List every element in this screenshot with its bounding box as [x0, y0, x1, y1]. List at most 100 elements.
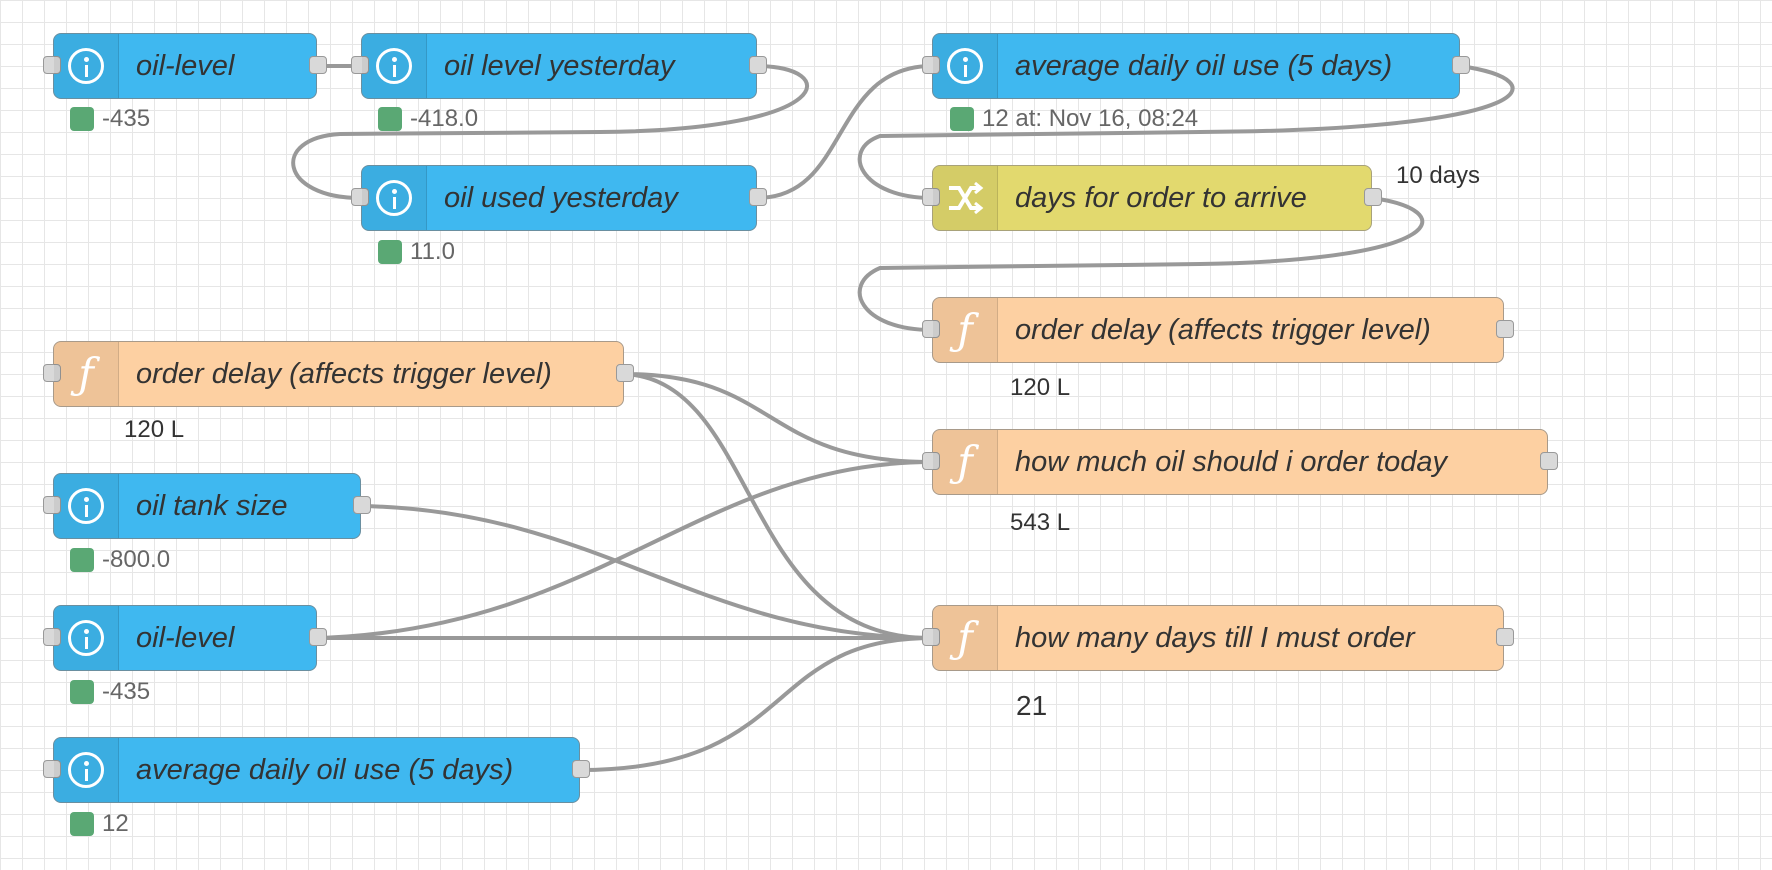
input-port[interactable]	[43, 56, 61, 74]
node-status: 12 at: Nov 16, 08:24	[950, 105, 1198, 133]
output-port[interactable]	[616, 364, 634, 382]
info-node-icon-box	[362, 34, 427, 98]
node-order-delay-left[interactable]: ƒ order delay (affects trigger level)	[43, 341, 634, 407]
info-icon	[947, 48, 983, 84]
node-status: 543 L	[1010, 509, 1071, 536]
info-node-icon-box	[362, 166, 427, 230]
change-node-icon-box	[933, 166, 998, 230]
node-label: oil used yesterday	[444, 181, 678, 214]
wire[interactable]	[579, 636, 933, 772]
info-icon	[68, 48, 104, 84]
status-dot	[70, 548, 94, 572]
node-status: 120 L	[1010, 374, 1071, 401]
status-text: 12 at: Nov 16, 08:24	[982, 105, 1199, 132]
wire[interactable]	[316, 460, 933, 640]
node-average-daily-oil-use[interactable]: average daily oil use (5 days)	[922, 33, 1470, 99]
node-label: oil-level	[136, 621, 235, 654]
wire[interactable]	[623, 372, 933, 464]
node-oil-level[interactable]: oil-level	[43, 33, 327, 99]
status-text: -418.0	[410, 105, 479, 132]
input-port[interactable]	[922, 188, 940, 206]
input-port[interactable]	[43, 496, 61, 514]
function-icon: ƒ	[957, 305, 973, 354]
input-port[interactable]	[922, 452, 940, 470]
shuffle-icon	[949, 181, 984, 215]
node-label: oil-level	[136, 49, 235, 82]
node-oil-level-yesterday[interactable]: oil level yesterday	[351, 33, 767, 99]
status-dot	[70, 812, 94, 836]
node-label: oil level yesterday	[444, 49, 675, 82]
node-label: how much oil should i order today	[1015, 445, 1448, 478]
node-status: 12	[70, 810, 129, 838]
node-oil-level-bottom[interactable]: oil-level	[43, 605, 327, 671]
output-port[interactable]	[309, 56, 327, 74]
input-port[interactable]	[922, 320, 940, 338]
function-node-icon-box: ƒ	[933, 606, 998, 670]
output-port[interactable]	[1496, 320, 1514, 338]
wire[interactable]	[857, 196, 1425, 332]
node-days-for-order-to-arrive[interactable]: days for order to arrive	[922, 165, 1382, 231]
node-label: oil tank size	[136, 489, 288, 522]
node-label: order delay (affects trigger level)	[1015, 313, 1431, 346]
node-average-daily-oil-use-bottom[interactable]: average daily oil use (5 days)	[43, 737, 590, 803]
function-icon: ƒ	[78, 349, 94, 398]
wire[interactable]	[857, 64, 1515, 200]
status-text: -800.0	[102, 546, 171, 573]
status-text: 11.0	[410, 238, 455, 265]
input-port[interactable]	[43, 628, 61, 646]
output-port[interactable]	[749, 188, 767, 206]
output-port[interactable]	[749, 56, 767, 74]
node-status: -800.0	[70, 546, 170, 574]
input-port[interactable]	[43, 364, 61, 382]
node-status: 120 L	[124, 416, 185, 443]
node-label: average daily oil use (5 days)	[136, 753, 514, 786]
status-text: 12	[102, 810, 129, 837]
node-status: 11.0	[378, 238, 455, 266]
output-port[interactable]	[1540, 452, 1558, 470]
input-port[interactable]	[922, 628, 940, 646]
status-dot	[378, 107, 402, 131]
node-oil-tank-size[interactable]: oil tank size	[43, 473, 371, 539]
node-status: -435	[70, 678, 150, 706]
info-node-icon-box	[933, 34, 998, 98]
node-how-much-oil-to-order[interactable]: ƒ how much oil should i order today	[922, 429, 1558, 495]
wire[interactable]	[360, 504, 933, 640]
status-dot	[70, 680, 94, 704]
output-port[interactable]	[1364, 188, 1382, 206]
node-status: -418.0	[378, 105, 478, 133]
info-icon	[68, 752, 104, 788]
node-label: how many days till I must order	[1015, 621, 1415, 654]
node-oil-used-yesterday[interactable]: oil used yesterday	[351, 165, 767, 231]
output-port[interactable]	[353, 496, 371, 514]
info-icon	[376, 48, 412, 84]
function-icon: ƒ	[957, 613, 973, 662]
status-dot	[950, 107, 974, 131]
status-dot	[378, 240, 402, 264]
wire[interactable]	[756, 64, 933, 200]
info-icon	[68, 488, 104, 524]
node-how-many-days-till-order[interactable]: ƒ how many days till I must order	[922, 605, 1514, 671]
info-icon	[376, 180, 412, 216]
node-status: 21	[1016, 690, 1048, 721]
function-node-icon-box: ƒ	[933, 298, 998, 362]
output-port[interactable]	[309, 628, 327, 646]
wire[interactable]	[291, 64, 809, 200]
info-node-icon-box	[54, 606, 119, 670]
status-text: -435	[102, 105, 151, 132]
node-label: order delay (affects trigger level)	[136, 357, 552, 390]
node-label: average daily oil use (5 days)	[1015, 49, 1393, 82]
output-port[interactable]	[1496, 628, 1514, 646]
output-port[interactable]	[1452, 56, 1470, 74]
output-port[interactable]	[572, 760, 590, 778]
function-icon: ƒ	[957, 437, 973, 486]
input-port[interactable]	[43, 760, 61, 778]
node-status: -435	[70, 105, 150, 133]
wire[interactable]	[623, 372, 933, 641]
function-node-icon-box: ƒ	[933, 430, 998, 494]
node-order-delay-right[interactable]: ƒ order delay (affects trigger level)	[922, 297, 1514, 363]
input-port[interactable]	[351, 56, 369, 74]
info-node-icon-box	[54, 34, 119, 98]
input-port[interactable]	[351, 188, 369, 206]
input-port[interactable]	[922, 56, 940, 74]
